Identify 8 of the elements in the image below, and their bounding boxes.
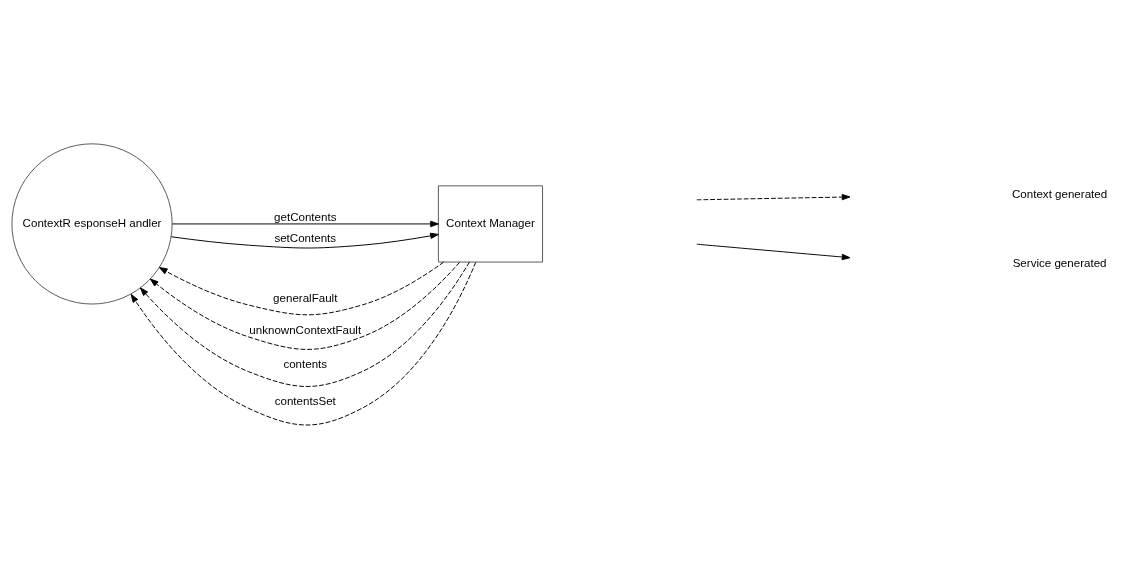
edge-label: contents — [283, 357, 328, 370]
edge-label: setContents — [274, 231, 337, 244]
edge-label: contentsSet — [274, 394, 336, 407]
legend-label: Service generated — [1012, 256, 1107, 269]
edge-label: unknownContextFault — [249, 323, 362, 336]
edge-label: generalFault — [273, 291, 338, 304]
edge-label: getContents — [274, 210, 337, 223]
legend-label: Context generated — [1012, 187, 1108, 200]
